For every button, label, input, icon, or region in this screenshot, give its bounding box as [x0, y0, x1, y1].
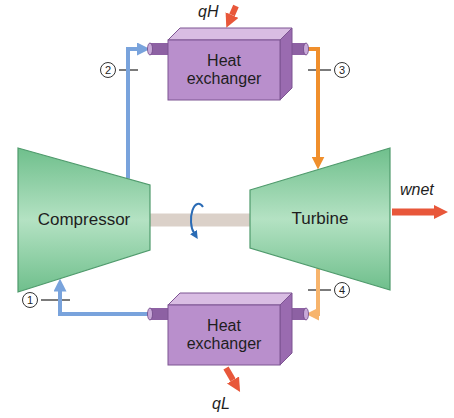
- turbine-shape: Turbine: [250, 148, 390, 290]
- pipe-end: [148, 308, 153, 320]
- pipe-end: [304, 308, 309, 320]
- compressor-shape: [18, 148, 150, 292]
- shaft-shade: [150, 214, 250, 227]
- box-front-face: [168, 40, 280, 100]
- state-tick: [41, 299, 70, 300]
- state-number: 3: [334, 62, 350, 78]
- state-number: 1: [22, 292, 38, 308]
- flow-line: [128, 49, 140, 179]
- rotation-arrow: [191, 204, 203, 233]
- work-out-arrow: [392, 209, 434, 216]
- flow-connector: [316, 268, 318, 314]
- net-work-label: wnet: [400, 180, 434, 199]
- pipe-end: [304, 43, 309, 55]
- component-label: Heat exchanger: [176, 52, 272, 88]
- heat-in-arrow: [232, 6, 236, 15]
- pipe-end: [148, 43, 153, 55]
- turbine-shape: [250, 148, 390, 290]
- compressor-shape: Compressor: [18, 148, 150, 292]
- component-label: Compressor: [38, 210, 131, 230]
- box-front-face: [168, 305, 280, 365]
- flow-line: [60, 289, 150, 314]
- flow-connector: [60, 289, 150, 314]
- box-side-face: [280, 28, 292, 100]
- flow-connector: [128, 49, 140, 179]
- heat-input-label: qH: [198, 2, 218, 21]
- flow-line: [316, 268, 318, 314]
- shaft-connector: [150, 220, 250, 221]
- component-label: Heat exchanger: [176, 317, 272, 353]
- box-side-face: [280, 293, 292, 365]
- flow-connector: [306, 49, 318, 160]
- heat-output-label: qL: [212, 394, 230, 413]
- component-label: Turbine: [291, 209, 348, 229]
- state-number: 2: [100, 62, 116, 78]
- box-top-face: [168, 28, 292, 40]
- flow-line: [306, 49, 318, 160]
- shaft-rod: [150, 214, 250, 227]
- box-top-face: [168, 293, 292, 305]
- heat-exchanger-box: Heat exchanger: [168, 305, 280, 365]
- state-number: 4: [334, 282, 350, 298]
- heat-exchanger-box: Heat exchanger: [168, 40, 280, 100]
- heat-out-arrow: [226, 368, 233, 380]
